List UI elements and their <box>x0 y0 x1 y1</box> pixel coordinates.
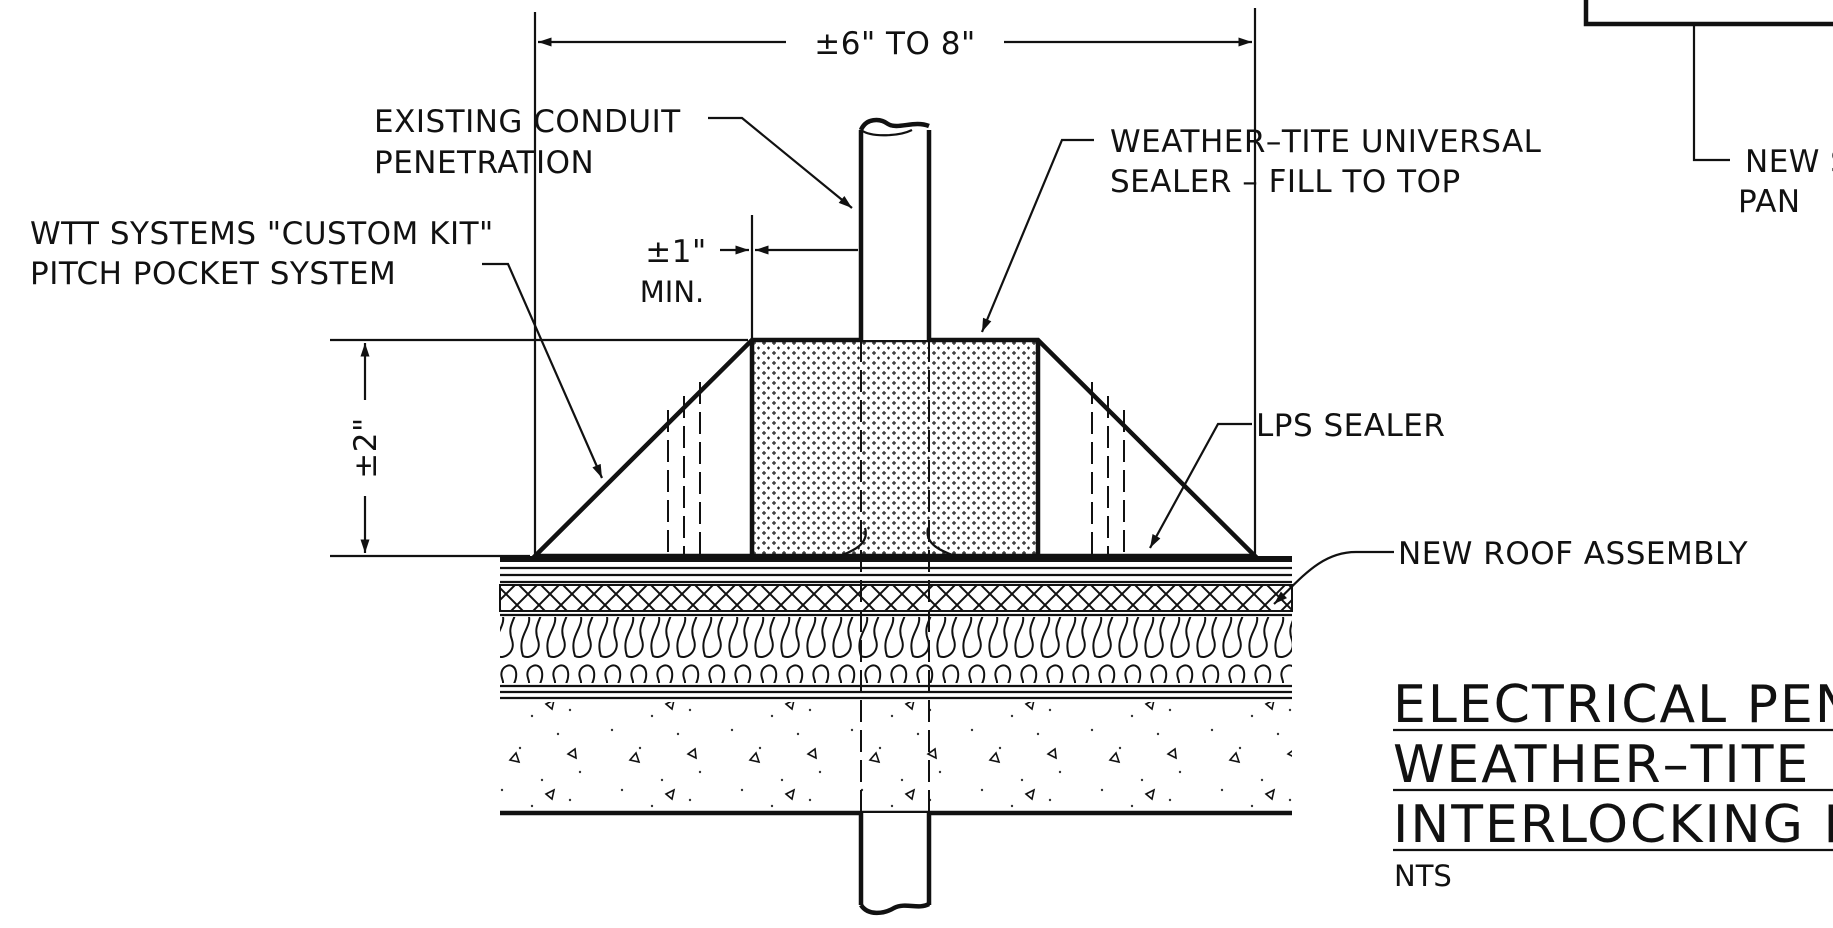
new-pan-label-line2: PAN <box>1738 184 1801 220</box>
title-line1: ELECTRICAL PEN <box>1393 675 1833 735</box>
wtt-label-line2: PITCH POCKET SYSTEM <box>30 256 396 292</box>
adjacent-detail-fragment <box>1583 0 1833 162</box>
sealer-label-line2: SEALER – FILL TO TOP <box>1110 164 1461 200</box>
conduit-pipe <box>858 117 932 916</box>
callout-labels: EXISTING CONDUIT PENETRATION WTT SYSTEMS… <box>30 104 1833 572</box>
width-dimension-text: ±6" TO 8" <box>814 26 975 62</box>
clearance-sub-text: MIN. <box>640 275 705 309</box>
new-pan-label-line1: NEW S <box>1745 144 1833 180</box>
title-line3: INTERLOCKING P <box>1393 795 1833 855</box>
pitch-pocket <box>529 337 1261 559</box>
title-line2: WEATHER–TITE " <box>1393 735 1833 795</box>
clearance-text: ±1" <box>645 234 706 270</box>
wtt-label-line1: WTT SYSTEMS "CUSTOM KIT" <box>30 216 494 252</box>
conduit-label-line1: EXISTING CONDUIT <box>374 104 681 140</box>
width-dimension: ±6" TO 8" <box>533 8 1257 556</box>
height-text: ±2" <box>348 417 384 478</box>
leader-lines <box>482 116 1394 605</box>
roof-assembly-label: NEW ROOF ASSEMBLY <box>1398 536 1748 572</box>
scale-text: NTS <box>1394 859 1452 893</box>
detail-title: ELECTRICAL PEN WEATHER–TITE " INTERLOCKI… <box>1393 675 1833 893</box>
conduit-label-line2: PENETRATION <box>374 145 594 181</box>
roof-assembly <box>499 556 1293 816</box>
sealer-label-line1: WEATHER–TITE UNIVERSAL <box>1110 124 1542 160</box>
clearance-dimension: ±1" MIN. <box>640 215 858 338</box>
lps-sealer-label: LPS SEALER <box>1256 408 1445 444</box>
height-dimension: ±2" <box>330 338 748 558</box>
